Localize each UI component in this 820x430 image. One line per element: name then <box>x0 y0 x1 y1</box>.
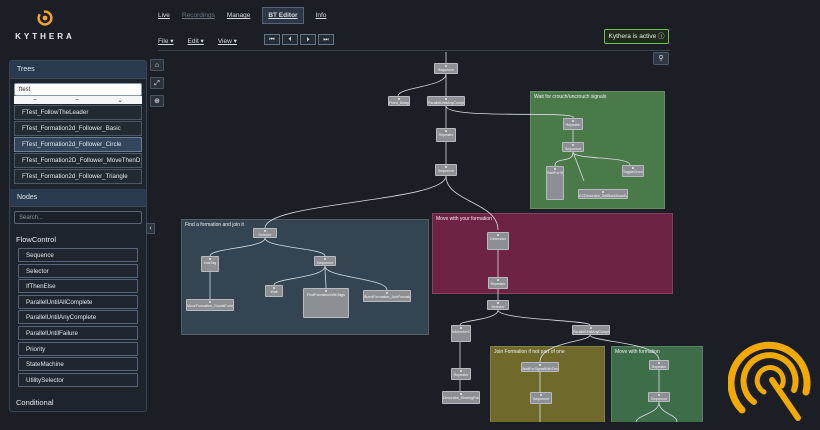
bt-node-is-member[interactable]: IsMemberOf <box>451 325 471 342</box>
bt-node-formation-repeater[interactable]: Repeater <box>649 360 669 370</box>
node-state-machine[interactable]: StateMachine <box>18 357 138 372</box>
bt-node-has-tag[interactable]: HasTag <box>201 256 219 272</box>
group-move-with-formation[interactable]: Move with your formation <box>432 213 673 294</box>
skip-first-button[interactable]: ⏮ <box>264 34 280 45</box>
view-menu[interactable]: View ▾ <box>217 38 237 45</box>
category-conditional[interactable]: Conditional <box>16 398 54 408</box>
node-priority[interactable]: Priority <box>18 341 138 356</box>
tab-info[interactable]: Info <box>315 12 327 19</box>
step-back-button[interactable]: ⏴ <box>282 34 298 45</box>
tree-list: FTest_FollowTheLeader FTest_Formation2d_… <box>14 105 142 184</box>
search-icon: ⚲ <box>658 55 664 62</box>
step-forward-button[interactable]: ⏵ <box>300 34 316 45</box>
node-ifthenelse[interactable]: IfThenElse <box>18 279 138 294</box>
tree-item[interactable]: FTest_Formation2D_Follower_MoveThenD <box>14 153 142 168</box>
tab-manage[interactable]: Manage <box>226 12 251 19</box>
bt-node-move-decorator[interactable]: Decorator <box>487 232 509 250</box>
flowcontrol-node-list: Sequence Selector IfThenElse ParallelUnt… <box>18 248 138 387</box>
nodes-search-input[interactable]: Search... <box>14 211 142 224</box>
toolbar-divider <box>158 50 670 51</box>
bt-node-join-sequence[interactable]: Sequence <box>530 392 552 404</box>
node-parallel-until-failure[interactable]: ParallelUntilFailure <box>18 325 138 340</box>
node-utility-selector[interactable]: UtilitySelector <box>18 372 138 387</box>
bt-node-wait-repeater[interactable]: Repeater <box>563 118 583 130</box>
group-title: Wait for crouch/uncrouch signals <box>534 94 607 100</box>
nodes-header[interactable]: Nodes <box>10 189 146 207</box>
bt-node-wait-sequence[interactable]: Sequence <box>562 142 584 152</box>
fit-view-button[interactable]: ⤢ <box>150 77 164 89</box>
bt-node-find-sequence[interactable]: Sequence <box>314 256 336 266</box>
left-panel: Trees ftest ‒‒⌄ FTest_FollowTheLeader FT… <box>9 60 147 412</box>
bt-node-toggle-crouch[interactable]: ToggleCrouch <box>622 165 644 177</box>
file-menu[interactable]: File ▾ <box>158 38 174 45</box>
menu-bar: File ▾ Edit ▾ View ▾ <box>158 37 251 45</box>
bt-node-set-blackboard[interactable]: ECDecorator_SetBlackboardValue <box>578 189 628 199</box>
edit-menu[interactable]: Edit ▾ <box>187 38 204 45</box>
tab-bt-editor[interactable]: BT Editor <box>262 7 304 24</box>
bt-node-find-formation-tags[interactable]: FindFormationWithTags <box>303 288 349 318</box>
bt-node-sequence[interactable]: Sequence <box>435 164 457 176</box>
bt-node-move-formation[interactable]: MoveFormation_GoodsFormation <box>186 299 234 311</box>
kythera-logo: KYTHERA <box>0 10 90 41</box>
brand-name: KYTHERA <box>15 32 75 41</box>
tab-live[interactable]: Live <box>158 12 170 19</box>
expand-icon: ⤢ <box>154 80 160 87</box>
bt-node-join-formation[interactable]: BlendFormation_JoinFormation <box>363 290 411 302</box>
skip-last-button[interactable]: ⏭ <box>318 34 334 45</box>
bt-node-parallel-any[interactable]: ParallelUntilAnyComplete <box>427 96 465 106</box>
chevron-down-icon: ⌄ <box>117 97 123 104</box>
tree-list-scroll-indicator[interactable]: ‒‒⌄ <box>14 96 142 104</box>
trees-search-input[interactable]: ftest <box>14 83 142 96</box>
transport-controls: ⏮ ⏴ ⏵ ⏭ <box>264 34 336 45</box>
bt-node-fixed-delay[interactable]: Fixed_Delay <box>388 96 410 106</box>
tree-item[interactable]: FTest_Formation2d_Follower_Basic <box>14 121 142 136</box>
bt-node-formation-sequence[interactable]: Sequence <box>648 392 670 402</box>
top-nav: Live Recordings Manage BT Editor Info <box>158 7 338 24</box>
node-sequence[interactable]: Sequence <box>18 248 138 262</box>
bt-node-wait-signal-timeout[interactable]: WaitForSignalWithTimeout <box>521 362 559 372</box>
node-parallel-until-all-complete[interactable]: ParallelUntilAllComplete <box>18 294 138 309</box>
kythera-watermark-icon <box>728 341 811 421</box>
bt-node-wait-for-signal[interactable]: WaitForSignal <box>546 166 564 200</box>
category-flowcontrol[interactable]: FlowControl <box>16 235 57 244</box>
status-badge[interactable]: Kythera is active ⓘ <box>604 29 669 44</box>
bt-node-move-repeater[interactable]: Repeater <box>488 277 508 289</box>
zoom-button[interactable]: ⊕ <box>150 95 164 107</box>
node-selector[interactable]: Selector <box>18 263 138 278</box>
trees-header[interactable]: Trees <box>10 61 146 79</box>
node-parallel-until-any-complete[interactable]: ParallelUntilAnyComplete <box>18 310 138 325</box>
group-title: Move with formation <box>615 349 660 355</box>
bt-node-bottom-parallel[interactable]: ParallelUntilAnyComplete <box>572 325 610 335</box>
bt-node-find-selector[interactable]: Selector <box>253 228 277 238</box>
bt-node-move-selector[interactable]: Selector <box>487 300 509 310</box>
tree-item[interactable]: FTest_FollowTheLeader <box>14 105 142 120</box>
collapse-panel-button[interactable]: ‹ <box>146 223 155 234</box>
bt-node-root-sequence[interactable]: Sequence <box>434 63 458 74</box>
bt-node-wait[interactable]: Wait <box>265 285 283 297</box>
graph-edges <box>209 52 678 422</box>
group-formation-move[interactable]: Move with formation <box>611 346 703 422</box>
graph-search-button[interactable]: ⚲ <box>653 52 669 65</box>
tree-item[interactable]: FTest_Formation2d_Follower_Triangle <box>14 169 142 184</box>
chevron-left-icon: ‹ <box>149 225 152 232</box>
tab-recordings[interactable]: Recordings <box>181 12 215 19</box>
home-icon: ⌂ <box>154 62 160 69</box>
bt-node-repeater[interactable]: Repeater <box>436 128 456 142</box>
group-title: Join Formation if not part of one <box>494 349 565 355</box>
home-button[interactable]: ⌂ <box>150 59 164 71</box>
group-join-formation[interactable]: Join Formation if not part of one <box>490 346 605 422</box>
tree-item-selected[interactable]: FTest_Formation2d_Follower_Circle <box>14 137 142 152</box>
group-title: Find a formation and join it <box>185 222 244 228</box>
bt-node-bottom-repeater[interactable]: Repeater <box>451 368 471 380</box>
bt-node-sharing-formation[interactable]: Decorator_SharingFormation <box>442 391 480 404</box>
zoom-icon: ⊕ <box>154 98 160 105</box>
bt-graph-canvas[interactable]: Wait for crouch/uncrouch signals Find a … <box>170 52 710 422</box>
kythera-logo-icon <box>37 10 53 26</box>
group-title: Move with your formation <box>436 216 492 222</box>
